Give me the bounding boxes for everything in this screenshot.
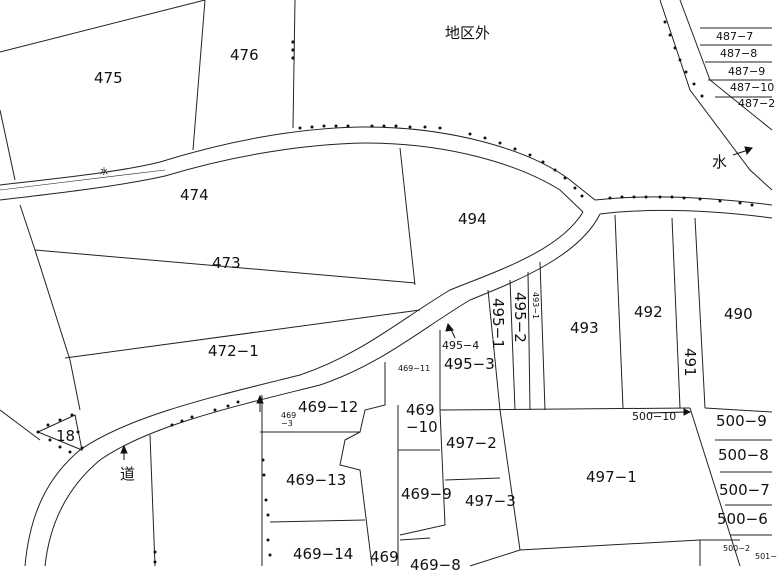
parcel-469-8: 469−8 [410,556,461,574]
channel-line [0,142,584,213]
road-line [24,211,584,567]
boundary-line [149,434,156,567]
parcel-500-7: 500−7 [719,481,770,499]
parcel-472-1: 472−1 [208,342,259,360]
parcel-18: 18 [56,427,76,445]
boundary-line [469,539,740,567]
boundary-line [509,279,516,411]
parcel-469-9: 469−9 [401,485,452,503]
boundary-line [34,249,416,284]
parcel-469-12: 469−12 [298,398,359,416]
boundary-line [487,289,501,411]
parcel-469-11: 469−11 [398,364,431,373]
parcel-500-8: 500−8 [718,446,769,464]
parcel-487-2: 487−2 [738,97,776,110]
parcel-495-2: 495−2 [511,292,529,343]
boundary-line [260,362,386,433]
parcel-487-7: 487−7 [716,30,754,43]
boundary-line [659,0,773,191]
boundary-line [499,409,521,551]
parcel-469-10: 469 −10 [406,401,438,436]
parcel-500-9: 500−9 [716,412,767,430]
parcel-495-3: 495−3 [444,355,495,373]
parcel-495-4: 495−4 [442,339,480,352]
parcel-487-8: 487−8 [720,47,758,60]
boundary-line [339,431,373,567]
boundary-line [0,109,16,181]
boundary-dots [36,20,754,564]
boundary-line [192,0,206,151]
parcel-493-1: 493−1 [531,292,540,320]
boundary-line [539,261,546,411]
parcel-473: 473 [212,254,241,272]
channel-line [0,126,596,201]
parcel-476: 476 [230,46,259,64]
road-line [599,210,773,219]
boundary-line [694,217,706,409]
water-label: 水 [712,153,728,171]
parcel-492: 492 [634,303,663,321]
parcel-469: 469 [370,548,399,566]
boundary-line [0,0,206,53]
parcel-487-10: 487−10 [730,81,775,94]
parcel-469-13: 469−13 [286,471,347,489]
boundary-line [399,147,416,286]
parcel-497-2: 497−2 [446,434,497,452]
parcel-493: 493 [570,319,599,337]
water-label-small: 水 [100,167,108,176]
outside-area-label: 地区外 [445,24,491,42]
parcel-495-1: 495−1 [489,298,507,349]
road-label: 道 [120,465,136,483]
parcel-475: 475 [94,69,123,87]
boundary-line [269,519,366,523]
parcel-497-1: 497−1 [586,468,637,486]
boundary-line [614,214,624,409]
parcel-469-14: 469−14 [293,545,354,563]
parcel-501: 501− [755,552,777,561]
parcel-491: 491 [681,348,699,377]
boundary-line [439,407,691,411]
parcel-469-3: 469 −3 [281,411,297,428]
boundary-line [671,217,681,409]
boundary-line [292,0,296,129]
parcel-487-9: 487−9 [728,65,766,78]
boundary-line [0,409,41,441]
road-line [44,213,601,567]
parcel-490: 490 [724,305,753,323]
parcel-494: 494 [458,210,487,228]
parcel-500-10: 500−10 [632,410,677,423]
boundary-line [399,409,446,536]
boundary-line [704,407,773,413]
boundary-line [444,477,501,481]
pointer-arrows [120,146,753,460]
boundary-line [399,537,431,541]
boundary-line [700,27,772,98]
parcel-500-6: 500−6 [717,510,768,528]
channel-line [0,169,166,191]
boundary-line [19,204,81,411]
boundary-line [715,439,772,536]
parcel-474: 474 [180,186,209,204]
boundary-line [64,309,421,359]
parcel-500-2: 500−2 [723,544,751,553]
boundary-line [527,271,531,411]
parcel-497-3: 497−3 [465,492,516,510]
